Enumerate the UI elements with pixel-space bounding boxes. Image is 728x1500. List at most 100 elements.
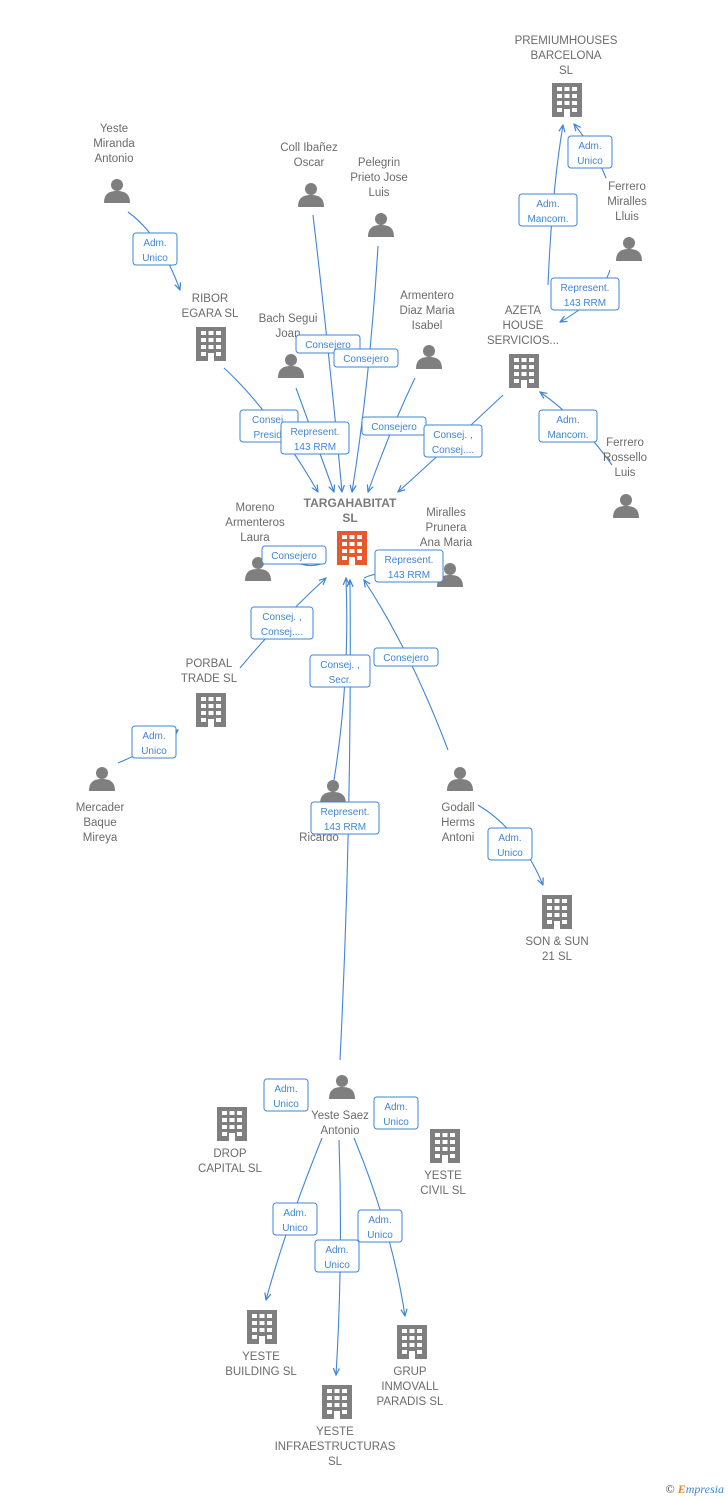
edge-labels-layer: Adm.UnicoAdm.Mancom.Adm.UnicoRepresent.1… xyxy=(131,135,620,1273)
node-label: Yeste Saez xyxy=(311,1110,369,1122)
node-label: Baque xyxy=(83,817,116,829)
edge-label-text: Consejero xyxy=(371,422,417,433)
edge-label-tag[interactable]: Adm.Unico xyxy=(132,232,178,266)
node-label: Ana Maria xyxy=(420,537,473,549)
node-label: Armentero xyxy=(400,290,454,302)
edge-label-text: Consej. , xyxy=(433,430,472,441)
edge-label-text: Unico xyxy=(141,746,167,757)
edge-label-tag[interactable]: Consej. ,Consej.... xyxy=(250,606,314,640)
edge-label-tag[interactable]: Consejero xyxy=(333,348,399,368)
edge-label-text: Represent. xyxy=(561,283,610,294)
node-label: PORBAL xyxy=(186,658,233,670)
building-icon xyxy=(509,354,539,388)
person-icon xyxy=(298,183,324,207)
node-label: Godall xyxy=(441,802,474,814)
edge-label-text: Adm. xyxy=(536,199,559,210)
edge-label-tag[interactable]: Represent.143 RRM xyxy=(310,801,380,835)
person-icon xyxy=(368,213,394,237)
node-label: PREMIUMHOUSES xyxy=(515,35,618,47)
edge-label-tag[interactable]: Adm.Unico xyxy=(272,1202,318,1236)
edge-label-tag[interactable]: Adm.Unico xyxy=(373,1096,419,1130)
node-label: AZETA xyxy=(505,305,542,317)
node-label: Miranda xyxy=(93,138,135,150)
edge-label-tag[interactable]: Consej. ,Consej.... xyxy=(423,424,483,458)
edge-label-text: 143 RRM xyxy=(324,822,366,833)
node-label: Lluis xyxy=(615,211,639,223)
edge-label-text: Represent. xyxy=(291,427,340,438)
node-label: CAPITAL SL xyxy=(198,1163,263,1175)
building-icon xyxy=(397,1325,427,1359)
edge-label-tag[interactable]: Adm.Unico xyxy=(357,1209,403,1243)
person-icon xyxy=(416,345,442,369)
edge-label-tag[interactable]: Represent.143 RRM xyxy=(550,277,620,311)
relation-edge xyxy=(312,214,342,492)
node-label: DROP xyxy=(213,1148,247,1160)
node-label: Prieto Jose xyxy=(350,172,408,184)
edge-label-tag[interactable]: Adm.Unico xyxy=(131,725,177,759)
node-label: SERVICIOS... xyxy=(487,335,559,347)
node-label: Bach Segui xyxy=(259,313,318,325)
company-node[interactable]: DROP CAPITAL SL xyxy=(198,1107,263,1175)
building-icon xyxy=(430,1129,460,1163)
copyright-symbol: © xyxy=(665,1482,675,1496)
person-icon xyxy=(329,1075,355,1099)
node-label: YESTE xyxy=(316,1426,354,1438)
edge-label-tag[interactable]: Adm.Unico xyxy=(487,827,533,861)
edge-label-text: Consej. xyxy=(252,415,286,426)
edge-label-text: Consejero xyxy=(305,340,351,351)
edge-label-text: Unico xyxy=(273,1099,299,1110)
node-label: 21 SL xyxy=(542,951,573,963)
node-label: CIVIL SL xyxy=(420,1185,466,1197)
edge-label-text: Presid. xyxy=(253,430,284,441)
edge-label-text: Consejero xyxy=(343,354,389,365)
edge-label-tag[interactable]: Adm.Unico xyxy=(263,1078,309,1112)
edge-label-text: Consej.... xyxy=(261,627,303,638)
edge-label-tag[interactable]: Consejero xyxy=(373,647,439,667)
footer-brand[interactable]: © Empresia xyxy=(666,1482,724,1497)
edge-label-tag[interactable]: Adm.Mancom. xyxy=(538,409,598,443)
node-label: Ferrero xyxy=(606,437,644,449)
node-label: Diaz Maria xyxy=(400,305,456,317)
node-label: Pelegrin xyxy=(358,157,400,169)
edge-label-text: Mancom. xyxy=(547,430,588,441)
edge-label-text: 143 RRM xyxy=(388,570,430,581)
edge-label-tag[interactable]: Adm.Unico xyxy=(314,1239,360,1273)
node-label: Isabel xyxy=(412,320,443,332)
person-icon xyxy=(616,237,642,261)
edge-label-tag[interactable]: Consejero xyxy=(261,545,327,565)
node-label: Ferrero xyxy=(608,181,646,193)
company-node[interactable]: AZETAHOUSESERVICIOS... xyxy=(487,305,559,388)
edge-label-tag[interactable]: Adm.Unico xyxy=(567,135,613,169)
edge-label-text: Unico xyxy=(577,156,603,167)
node-label: Antonio xyxy=(94,153,133,165)
edge-label-tag[interactable]: Represent.143 RRM xyxy=(280,421,350,455)
building-icon xyxy=(217,1107,247,1141)
edge-label-tag[interactable]: Consejero xyxy=(361,416,427,436)
edge-label-tag[interactable]: Consej. ,Secr. xyxy=(309,654,371,688)
edge-label-tag[interactable]: Adm.Mancom. xyxy=(518,193,578,227)
edge-label-tag[interactable]: Represent.143 RRM xyxy=(374,549,444,583)
